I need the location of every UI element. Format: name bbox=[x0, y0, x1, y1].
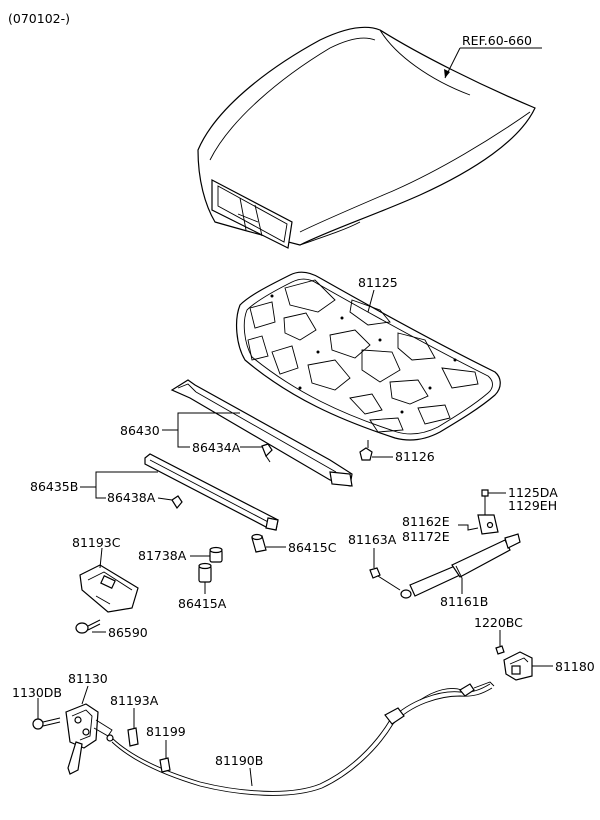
ref-callout: REF.60-660 bbox=[444, 33, 542, 79]
label-81126: 81126 bbox=[395, 449, 435, 464]
label-81193A: 81193A bbox=[110, 693, 159, 708]
label-1220BC: 1220BC bbox=[474, 615, 523, 630]
label-1130DB: 1130DB bbox=[12, 685, 62, 700]
clip-81193A: 81193A bbox=[110, 693, 159, 747]
bolt-1130DB: 1130DB bbox=[12, 685, 62, 730]
label-1129EH: 1129EH bbox=[508, 498, 557, 513]
insulator-clip: 81126 bbox=[359, 440, 435, 464]
seal-clip-86434A bbox=[261, 443, 273, 463]
hood-seal-strip bbox=[170, 379, 353, 487]
label-81738A: 81738A bbox=[138, 548, 187, 563]
label-81193C: 81193C bbox=[72, 535, 121, 550]
hood-insulator bbox=[235, 271, 501, 441]
label-81162E: 81162E bbox=[402, 514, 450, 529]
clip-81199: 81199 bbox=[146, 724, 186, 773]
bolt-1220BC: 1220BC bbox=[474, 615, 523, 655]
bumper-86415C: 86415C bbox=[251, 533, 337, 555]
label-81190B: 81190B bbox=[215, 753, 263, 768]
hood-latch-81130: 81130 bbox=[65, 671, 113, 775]
bolt-81163A: 81163A bbox=[348, 532, 401, 591]
bumper-86415A: 86415A bbox=[178, 562, 227, 611]
label-1125DA: 1125DA bbox=[508, 485, 558, 500]
label-81180: 81180 bbox=[555, 659, 595, 674]
label-81163A: 81163A bbox=[348, 532, 397, 547]
bolt-1125DA: 1125DA 1129EH bbox=[481, 485, 558, 515]
hood-panel bbox=[197, 26, 536, 249]
label-86435B: 86435B bbox=[30, 479, 78, 494]
callout-81125: 81125 bbox=[358, 275, 398, 313]
bumper-81738A: 81738A bbox=[138, 546, 223, 563]
label-86415A: 86415A bbox=[178, 596, 227, 611]
label-81172E: 81172E bbox=[402, 529, 450, 544]
callout-86435B: 86435B 86438A bbox=[30, 471, 173, 505]
gas-strut-81161B: 81161B bbox=[400, 533, 521, 609]
label-81130: 81130 bbox=[68, 671, 108, 686]
latch-bracket-81193C: 81193C bbox=[72, 535, 139, 613]
label-81161B: 81161B bbox=[440, 594, 488, 609]
release-handle-81180: 81180 bbox=[503, 651, 595, 681]
label-81125: 81125 bbox=[358, 275, 398, 290]
strut-bracket-81162E: 81162E 81172E bbox=[402, 514, 499, 544]
release-cable-81190B: 81190B bbox=[106, 681, 495, 796]
label-86434A: 86434A bbox=[192, 440, 241, 455]
label-86590: 86590 bbox=[108, 625, 148, 640]
label-ref: REF.60-660 bbox=[462, 33, 532, 48]
callout-86430: 86430 86434A bbox=[120, 412, 262, 455]
header-code: (070102-) bbox=[8, 11, 70, 26]
label-81199: 81199 bbox=[146, 724, 186, 739]
strip-clip-86438A bbox=[171, 495, 183, 510]
label-86415C: 86415C bbox=[288, 540, 337, 555]
bolt-86590: 86590 bbox=[75, 619, 148, 640]
label-86430: 86430 bbox=[120, 423, 160, 438]
front-seal-strip bbox=[144, 453, 279, 531]
label-86438A: 86438A bbox=[107, 490, 156, 505]
